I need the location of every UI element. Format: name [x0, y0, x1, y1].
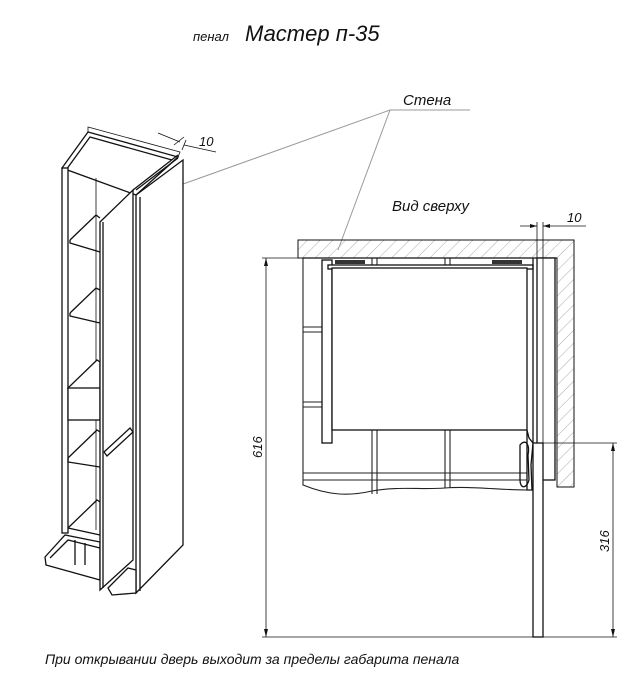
wall-label: Стена	[403, 92, 451, 109]
title-prefix: пенал	[193, 29, 230, 44]
dim-offset-iso: 10	[199, 134, 214, 149]
wall-callout: Стена	[171, 92, 470, 251]
top-view-label: Вид сверху	[392, 198, 470, 215]
top-view: Вид сверху	[250, 198, 617, 638]
dim-depth-total: 616	[250, 436, 265, 458]
cabinet-isometric: 10	[44, 126, 217, 596]
dim-door-overhang: 316	[597, 530, 612, 552]
caption: При открывании дверь выходит за пределы …	[45, 651, 460, 667]
dim-offset-top: 10	[567, 210, 582, 225]
title-name: Мастер п-35	[245, 21, 380, 46]
